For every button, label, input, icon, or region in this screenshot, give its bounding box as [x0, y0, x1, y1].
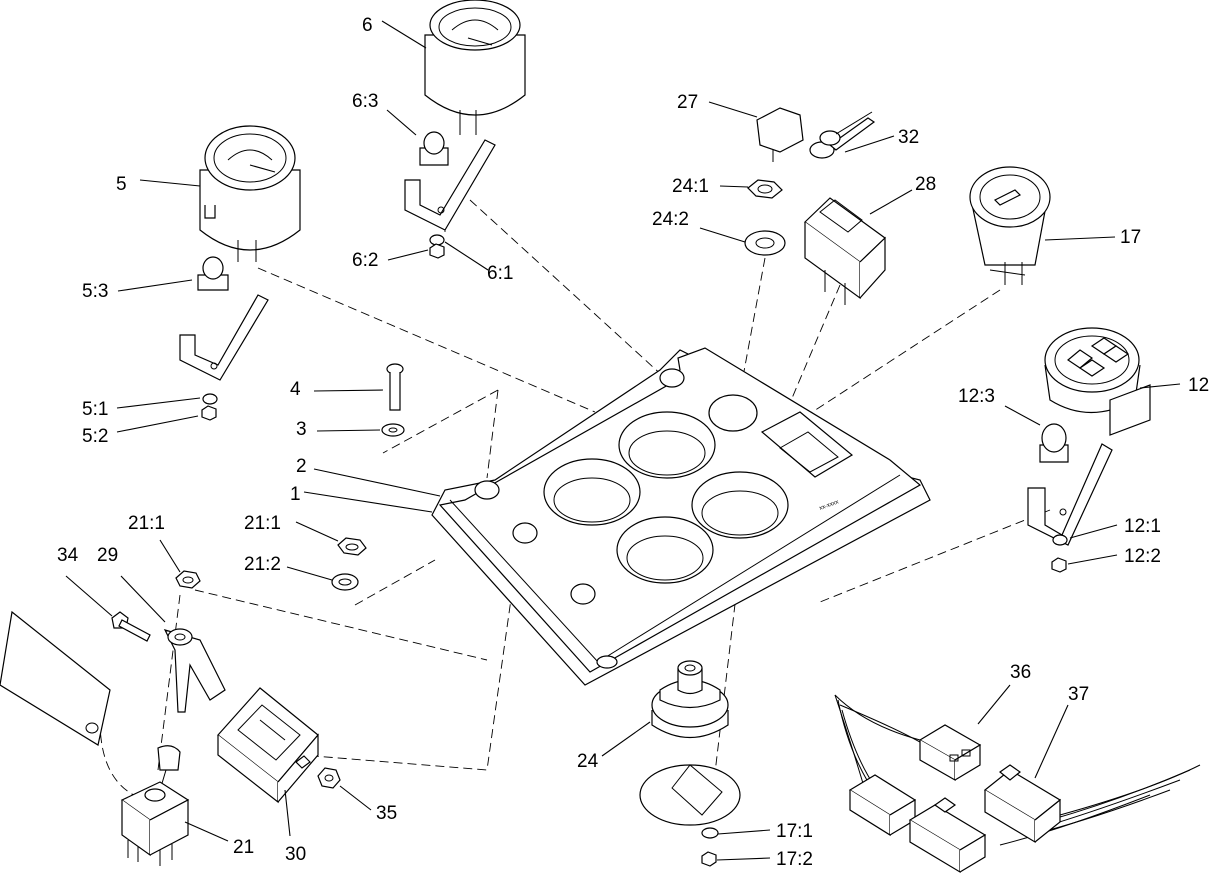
callout-21-1-center: 21:1	[244, 513, 281, 534]
leader-lines	[65, 20, 1181, 861]
connector-left-1	[848, 774, 917, 837]
hourmeter-17	[969, 166, 1051, 285]
callout-24-2: 24:2	[652, 209, 689, 230]
washer-5-1	[202, 393, 218, 405]
callout-6-3: 6:3	[352, 91, 378, 112]
nut-17-2	[701, 851, 717, 867]
callout-27: 27	[677, 92, 698, 113]
callout-21-2: 21:2	[244, 554, 281, 575]
nut-12-2	[1051, 557, 1067, 573]
washer-12-1	[1052, 534, 1068, 546]
nut-24-1	[747, 179, 783, 199]
callout-1: 1	[290, 484, 301, 505]
callout-21: 21	[233, 837, 254, 858]
screw-34	[111, 611, 151, 642]
callout-37: 37	[1068, 684, 1089, 705]
callout-24: 24	[577, 751, 599, 772]
callout-29: 29	[97, 545, 118, 566]
indicator-gauge-12	[1044, 327, 1151, 436]
callout-5-3: 5:3	[82, 281, 108, 302]
bracket-6	[404, 139, 496, 231]
key-switch-27	[756, 107, 804, 162]
nut-6-2	[429, 243, 445, 259]
callout-28: 28	[915, 174, 936, 195]
bracket-29	[163, 628, 226, 713]
callout-2: 2	[296, 456, 307, 477]
callout-17: 17	[1120, 227, 1141, 248]
nut-21-1-left	[175, 570, 201, 589]
callout-12: 12	[1188, 375, 1209, 396]
bracket-5	[179, 294, 269, 381]
callout-5: 5	[116, 174, 127, 195]
callout-4: 4	[290, 379, 301, 400]
lamp-socket-5-3	[197, 256, 229, 291]
callout-34: 34	[57, 545, 79, 566]
ignition-switch-24	[651, 660, 729, 739]
callout-17-1: 17:1	[776, 821, 813, 842]
callout-labels: 5 5:3 5:1 5:2 6 6:3 6:2 6:1 4 3 2 1 21:1…	[57, 15, 1209, 870]
connector-36	[918, 724, 982, 782]
callout-30: 30	[285, 844, 306, 865]
callout-3: 3	[296, 419, 307, 440]
control-panel-plate: xx-xxxx	[431, 347, 931, 686]
lamp-socket-6-3	[419, 131, 449, 166]
callout-21-1-left: 21:1	[128, 513, 165, 534]
washer-17-1	[701, 827, 719, 839]
bezel-plate	[639, 764, 741, 826]
callout-12-3: 12:3	[958, 386, 995, 407]
connector-left-2	[908, 797, 987, 874]
nut-21-1-center	[337, 537, 367, 556]
decal-sheet	[0, 610, 111, 746]
callout-5-1: 5:1	[82, 399, 108, 420]
callout-6-2: 6:2	[352, 250, 378, 271]
connector-30	[217, 687, 319, 804]
callout-24-1: 24:1	[672, 176, 709, 197]
callout-35: 35	[376, 803, 397, 824]
connector-37	[983, 764, 1062, 844]
callout-12-2: 12:2	[1124, 546, 1161, 567]
nut-5-2	[201, 405, 217, 421]
callout-12-1: 12:1	[1124, 516, 1161, 537]
callout-17-2: 17:2	[776, 849, 813, 870]
callout-5-2: 5:2	[82, 426, 108, 447]
rocker-switch-28	[804, 197, 886, 305]
washer-6-1	[429, 234, 445, 246]
bracket-12	[1027, 443, 1113, 546]
key-32	[809, 111, 876, 159]
washer-3	[381, 423, 405, 437]
callout-36: 36	[1010, 662, 1031, 683]
washer-21-2	[331, 573, 359, 591]
washer-24-2	[744, 230, 786, 256]
callout-32: 32	[898, 127, 919, 148]
gauge-6	[424, 0, 526, 135]
nut-35	[317, 767, 341, 789]
lamp-socket-12-3	[1039, 423, 1069, 463]
callout-6: 6	[362, 15, 373, 36]
gauge-5	[199, 125, 301, 262]
toggle-switch-21	[120, 745, 190, 866]
bolt-4	[386, 363, 404, 411]
callout-6-1: 6:1	[487, 263, 513, 284]
